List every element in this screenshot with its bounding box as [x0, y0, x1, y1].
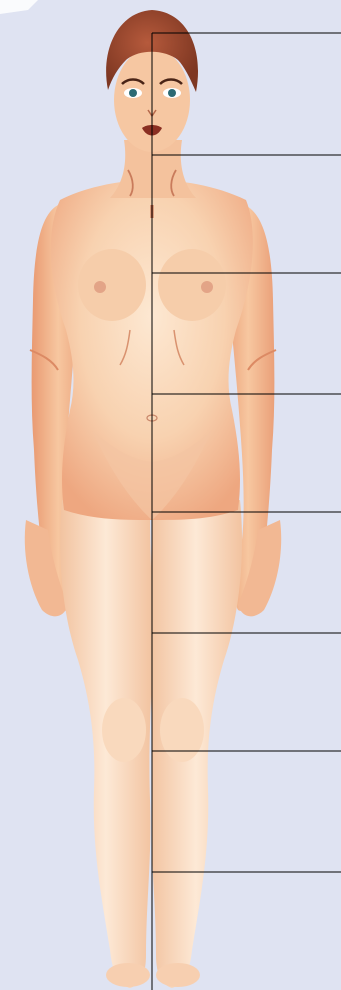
corner-artifact	[0, 0, 38, 14]
right-leg	[150, 500, 242, 988]
left-leg	[60, 500, 152, 988]
